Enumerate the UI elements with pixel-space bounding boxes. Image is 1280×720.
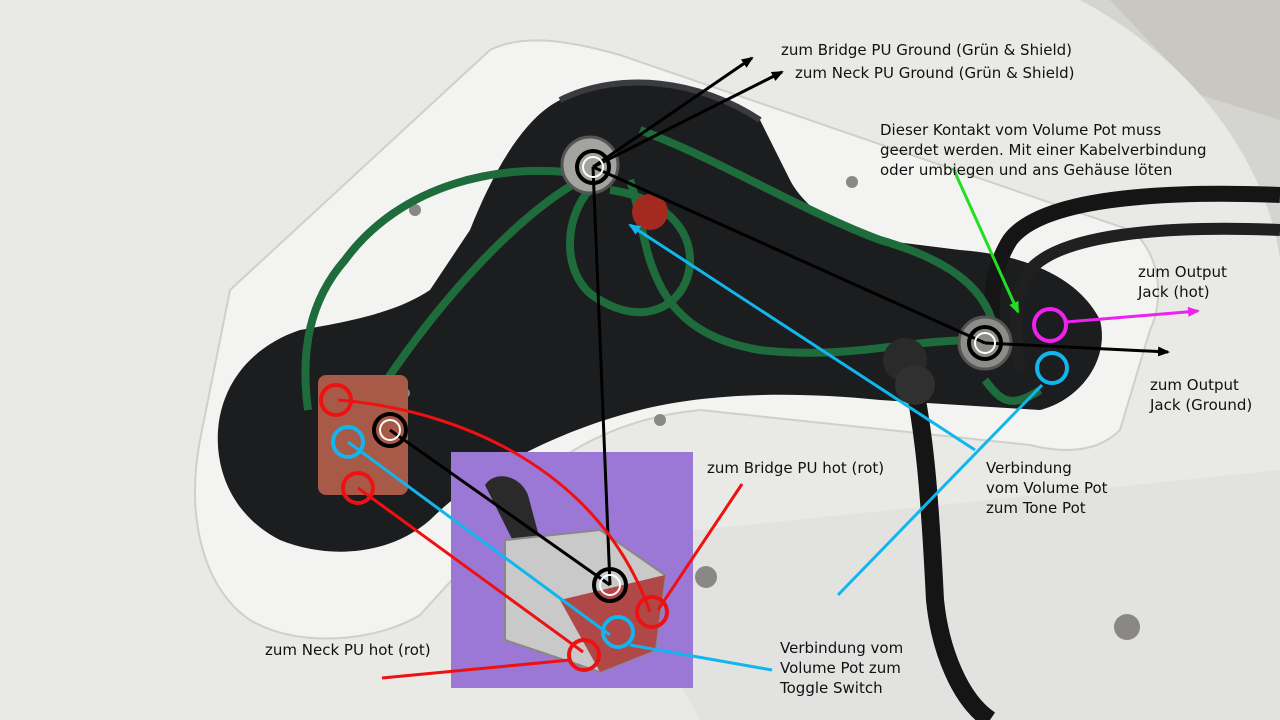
volume-contact-arrow: [951, 167, 1020, 314]
screw: [1114, 614, 1140, 640]
cable-to-body: [896, 342, 996, 720]
neck-ground-label: zum Neck PU Ground (Grün & Shield): [795, 64, 1075, 82]
signal-markers: [331, 351, 1069, 649]
screw: [846, 176, 858, 188]
output-hot-marker: [1032, 307, 1068, 343]
control-cavity: [217, 82, 1102, 552]
output-cable: [1010, 222, 1280, 371]
capacitor: [632, 194, 668, 230]
volume-to-tone-label: Verbindung vom Volume Pot zum Tone Pot: [986, 459, 1108, 517]
newspaper-corner: [1110, 0, 1280, 120]
output-ground-label: zum Output Jack (Ground): [1150, 376, 1253, 414]
ground-lines: [389, 56, 1170, 587]
screws: [400, 176, 1140, 640]
screw: [695, 566, 717, 588]
output-hot-arrow: [1065, 306, 1200, 324]
jack-nut: [895, 365, 935, 405]
cavity-edge: [558, 79, 762, 123]
neck-hot-label: zum Neck PU hot (rot): [265, 641, 431, 659]
signal-lines: [347, 223, 1044, 672]
volume-to-toggle-label: Verbindung vom Volume Pot zum Toggle Swi…: [780, 639, 904, 697]
hot-markers: [319, 383, 669, 672]
output-hot-label: zum Output Jack (hot): [1138, 263, 1227, 301]
screw: [409, 204, 421, 216]
bridge-ground-label: zum Bridge PU Ground (Grün & Shield): [781, 41, 1073, 59]
screw: [654, 414, 666, 426]
volume-contact-label: Dieser Kontakt vom Volume Pot muss geerd…: [880, 121, 1207, 179]
ground-markers: [372, 149, 1003, 603]
hot-lines: [337, 398, 744, 680]
bridge-hot-label: zum Bridge PU hot (rot): [707, 459, 885, 477]
